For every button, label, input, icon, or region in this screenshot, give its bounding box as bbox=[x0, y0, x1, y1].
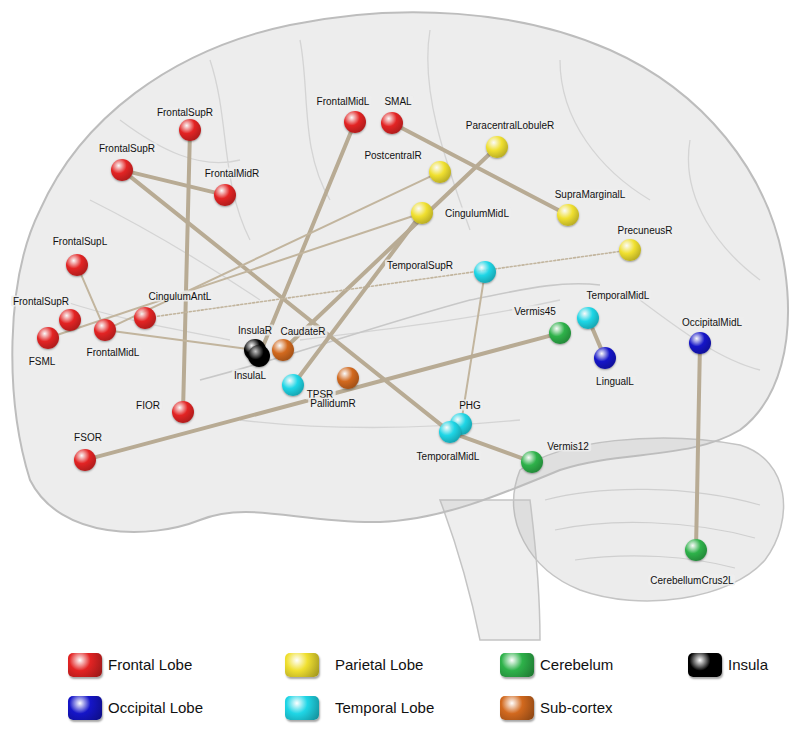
connectivity-link bbox=[96, 336, 550, 457]
region-label: TemporalMidL bbox=[585, 290, 652, 301]
region-sphere: FrontalMidL bbox=[94, 319, 116, 341]
region-label: FrontalSupR bbox=[11, 296, 71, 307]
legend-label: Parietal Lobe bbox=[335, 656, 423, 674]
region-label: Vermis12 bbox=[545, 441, 591, 452]
legend-label: Temporal Lobe bbox=[335, 699, 434, 717]
legend-label: Sub-cortex bbox=[540, 699, 613, 717]
legend-swatch bbox=[68, 653, 102, 677]
connectivity-link bbox=[131, 177, 442, 425]
cerebrum-outline bbox=[12, 12, 788, 532]
region-sphere: FrontalSupR bbox=[179, 119, 201, 141]
region-sphere: CerebellumCrus2L bbox=[685, 539, 707, 561]
connectivity-link bbox=[58, 216, 411, 334]
region-sphere: FSML bbox=[37, 327, 59, 349]
region-sphere: ParacentralLobuleR bbox=[486, 136, 508, 158]
legend-label: Insula bbox=[728, 656, 768, 674]
region-label: CaudateR bbox=[278, 326, 327, 337]
region-sphere: OccipitalMidL bbox=[689, 332, 711, 354]
region-label: PallidumR bbox=[308, 398, 358, 409]
connectivity-link bbox=[263, 132, 351, 346]
region-label: TemporalSupR bbox=[385, 260, 455, 271]
region-sphere: TPSR bbox=[282, 374, 304, 396]
region-label: LingualL bbox=[594, 376, 636, 387]
region-label: FrontalSupR bbox=[97, 143, 157, 154]
region-sphere: TemporalMidL bbox=[577, 307, 599, 329]
connectivity-link bbox=[696, 354, 700, 539]
region-sphere: FrontalMidR bbox=[214, 184, 236, 206]
region-sphere: PrecuneusR bbox=[619, 239, 641, 261]
region-label: InsulaL bbox=[232, 370, 268, 381]
region-sphere: FrontalMidL bbox=[344, 111, 366, 133]
region-label: FrontalSupR bbox=[155, 107, 215, 118]
region-sphere: Vermis45 bbox=[549, 322, 571, 344]
region-label: SupraMarginalL bbox=[553, 189, 628, 200]
region-label: FSML bbox=[27, 356, 58, 367]
region-sphere: InsulaL bbox=[248, 345, 270, 367]
region-label: CingulumMidL bbox=[443, 208, 511, 219]
region-sphere: SupraMarginalL bbox=[557, 204, 579, 226]
region-label: OccipitalMidL bbox=[680, 317, 744, 328]
region-label: Vermis45 bbox=[512, 306, 558, 317]
region-label: SMAL bbox=[382, 96, 413, 107]
region-label: PostcentralR bbox=[362, 150, 423, 161]
cerebellum-folia bbox=[545, 489, 760, 568]
region-label: ParacentralLobuleR bbox=[464, 120, 556, 131]
sylvian-fissure bbox=[200, 284, 600, 380]
connectivity-link bbox=[291, 155, 489, 343]
connectivity-link bbox=[81, 275, 100, 320]
region-label: FSOR bbox=[72, 432, 104, 443]
legend-label: Cerebelum bbox=[540, 656, 613, 674]
connectivity-link bbox=[183, 141, 189, 401]
region-sphere: SMAL bbox=[381, 112, 403, 134]
region-sphere: FSOR bbox=[74, 449, 96, 471]
region-sphere: PallidumR bbox=[337, 367, 359, 389]
connectivity-link bbox=[156, 252, 619, 317]
legend-swatch bbox=[500, 653, 534, 677]
region-label: FrontalMidR bbox=[203, 168, 261, 179]
region-sphere: CaudateR bbox=[272, 339, 294, 361]
legend-label: Occipital Lobe bbox=[108, 699, 203, 717]
region-sphere: FrontalSupL bbox=[66, 254, 88, 276]
legend-swatch bbox=[285, 696, 319, 720]
cortical-sulci bbox=[60, 30, 760, 428]
connectivity-link bbox=[463, 283, 484, 413]
legend-swatch bbox=[500, 696, 534, 720]
region-label: InsulaR bbox=[236, 325, 274, 336]
region-label: FrontalMidL bbox=[315, 96, 372, 107]
connectivity-link bbox=[592, 328, 600, 348]
region-sphere: CingulumAntL bbox=[134, 307, 156, 329]
legend-swatch bbox=[285, 653, 319, 677]
region-label: CerebellumCrus2L bbox=[648, 575, 735, 586]
connectivity-link bbox=[115, 177, 430, 326]
region-label: PHG bbox=[457, 400, 483, 411]
region-sphere: TemporalMidL bbox=[439, 421, 461, 443]
connectivity-link bbox=[300, 222, 416, 376]
connectivity-link bbox=[402, 128, 559, 210]
legend-swatch bbox=[688, 653, 722, 677]
legend-label: Frontal Lobe bbox=[108, 656, 192, 674]
region-label: FIOR bbox=[134, 400, 162, 411]
region-label: PrecuneusR bbox=[615, 225, 674, 236]
region-sphere: Vermis12 bbox=[521, 451, 543, 473]
region-sphere: CingulumMidL bbox=[411, 202, 433, 224]
region-label: TemporalMidL bbox=[415, 451, 482, 462]
region-sphere: FIOR bbox=[172, 401, 194, 423]
region-sphere: PostcentralR bbox=[429, 161, 451, 183]
region-sphere: FrontalSupR bbox=[111, 159, 133, 181]
legend-swatch bbox=[68, 696, 102, 720]
region-sphere: TemporalSupR bbox=[474, 261, 496, 283]
region-label: FrontalSupL bbox=[51, 236, 109, 247]
region-label: FrontalMidL bbox=[85, 347, 142, 358]
region-label: CingulumAntL bbox=[147, 291, 214, 302]
region-sphere: FrontalSupR bbox=[59, 309, 81, 331]
region-sphere: LingualL bbox=[594, 347, 616, 369]
brainstem-outline bbox=[440, 500, 540, 640]
